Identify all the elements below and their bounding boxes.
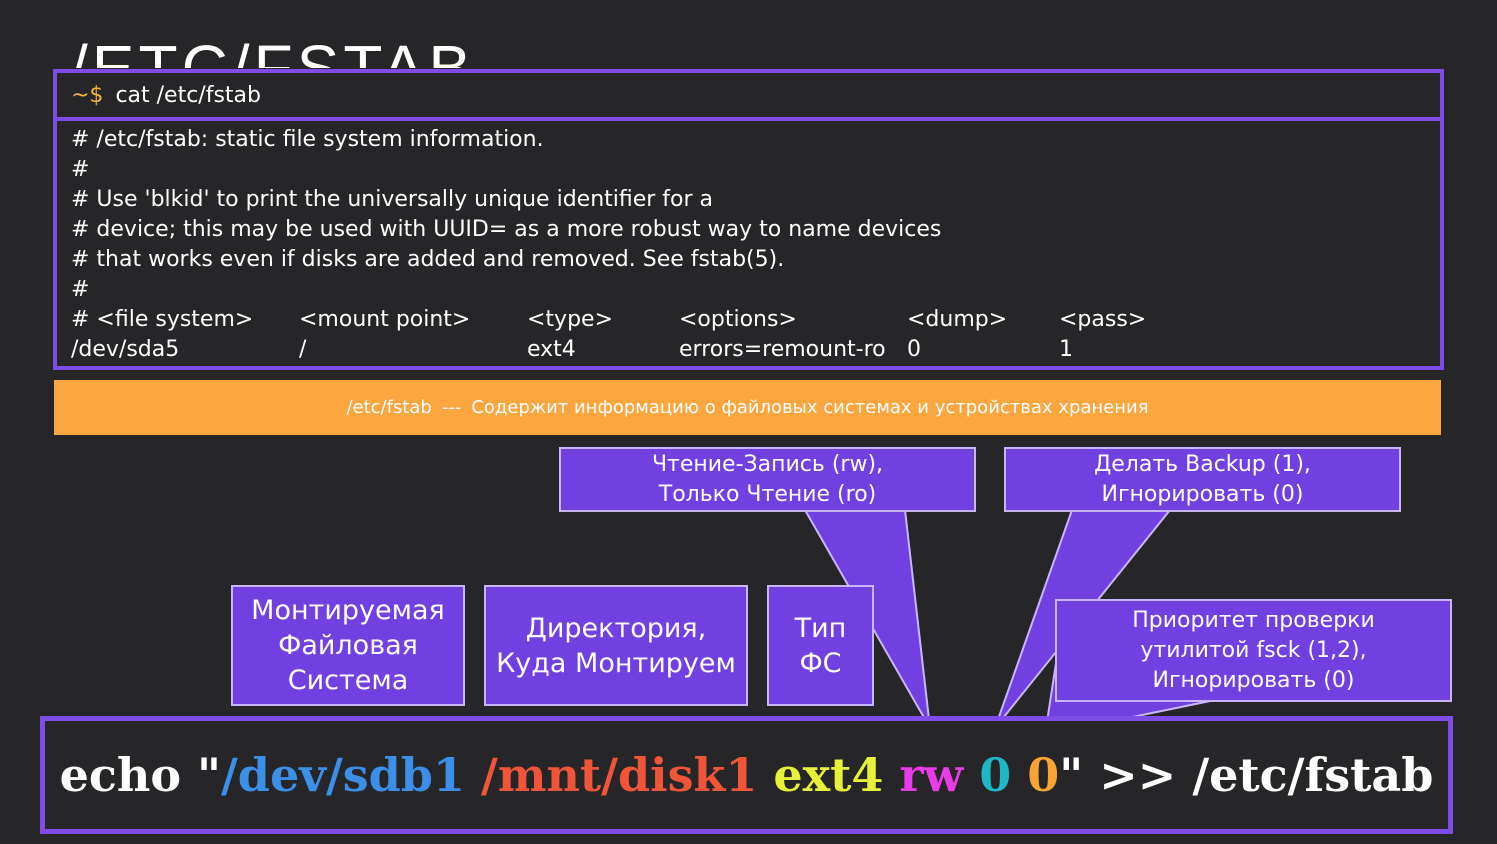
header-dump: <dump> bbox=[907, 307, 1008, 332]
echo-redirect: " >> /etc/fstab bbox=[1059, 748, 1434, 802]
echo-dump: 0 bbox=[979, 748, 1012, 802]
shell-prompt: ~$ bbox=[71, 82, 104, 108]
callout-options-line: Чтение-Запись (rw), bbox=[651, 451, 884, 477]
callout-options: Чтение-Запись (rw), Только Чтение (ro) bbox=[559, 447, 976, 512]
callout-dump-line: Делать Backup (1), bbox=[1094, 451, 1311, 477]
callout-pass-line: Приоритет проверки bbox=[1132, 607, 1375, 633]
callout-fs-line: Монтируемая bbox=[251, 595, 445, 626]
callout-options-line: Только Чтение (ro) bbox=[658, 481, 877, 507]
callout-dir-line: Куда Монтируем bbox=[496, 647, 736, 679]
callout-fs-type: Тип ФС bbox=[767, 585, 874, 706]
slide-title: /ETC/FSTAB bbox=[70, 32, 476, 68]
terminal-command-line: ~$ cat /etc/fstab bbox=[57, 73, 1440, 121]
output-line: # /etc/fstab: static file system informa… bbox=[71, 127, 544, 152]
callout-type-line: Тип bbox=[794, 612, 847, 644]
output-line: # that works even if disks are added and… bbox=[71, 247, 785, 272]
callout-fs-line: Файловая bbox=[278, 630, 418, 661]
callout-pass-line: Игнорировать (0) bbox=[1152, 667, 1355, 693]
header-options: <options> bbox=[679, 307, 797, 332]
output-line: # bbox=[71, 157, 90, 182]
callout-fs-line: Система bbox=[287, 665, 409, 696]
terminal-output: # /etc/fstab: static file system informa… bbox=[57, 121, 1440, 365]
terminal-command: cat /etc/fstab bbox=[115, 82, 261, 108]
callout-type-line: ФС bbox=[799, 647, 842, 679]
description-banner: /etc/fstab --- Содержит информацию о фай… bbox=[54, 380, 1441, 435]
cell-options: errors=remount-ro bbox=[679, 337, 886, 362]
callout-dump: Делать Backup (1), Игнорировать (0) bbox=[1004, 447, 1401, 512]
callout-pass: Приоритет проверки утилитой fsck (1,2), … bbox=[1055, 599, 1452, 702]
echo-pass: 0 bbox=[1027, 748, 1060, 802]
echo-command-box: echo " /dev/sdb1 /mnt/disk1 ext4 rw 0 0 … bbox=[40, 716, 1453, 834]
header-mount-point: <mount point> bbox=[299, 307, 471, 332]
echo-options: rw bbox=[899, 748, 964, 802]
output-line: # Use 'blkid' to print the universally u… bbox=[71, 187, 714, 212]
callout-dir-line: Директория, bbox=[525, 612, 707, 644]
cell-type: ext4 bbox=[527, 337, 576, 362]
cell-file-system: /dev/sda5 bbox=[71, 337, 180, 362]
cell-dump: 0 bbox=[907, 337, 921, 362]
output-line: # device; this may be used with UUID= as… bbox=[71, 217, 942, 242]
banner-description: Содержит информацию о файловых системах … bbox=[471, 397, 1149, 418]
header-file-system: # <file system> bbox=[71, 307, 254, 332]
fstab-data-row: /dev/sda5 / ext4 errors=remount-ro 0 1 bbox=[71, 335, 1426, 365]
terminal-window: ~$ cat /etc/fstab # /etc/fstab: static f… bbox=[53, 69, 1444, 370]
callout-pass-line: утилитой fsck (1,2), bbox=[1140, 637, 1367, 663]
header-pass: <pass> bbox=[1059, 307, 1147, 332]
cell-pass: 1 bbox=[1059, 337, 1073, 362]
echo-device: /dev/sdb1 bbox=[220, 748, 465, 802]
output-line: # bbox=[71, 277, 90, 302]
echo-keyword: echo " bbox=[59, 748, 221, 802]
banner-path: /etc/fstab bbox=[346, 397, 432, 418]
echo-mount-point: /mnt/disk1 bbox=[481, 748, 758, 802]
banner-separator: --- bbox=[441, 397, 462, 418]
fstab-header-row: # <file system> <mount point> <type> <op… bbox=[71, 305, 1426, 335]
callout-file-system: Монтируемая Файловая Система bbox=[231, 585, 465, 706]
callout-mount-dir: Директория, Куда Монтируем bbox=[484, 585, 748, 706]
cell-mount-point: / bbox=[299, 337, 307, 362]
echo-fs-type: ext4 bbox=[773, 748, 884, 802]
header-type: <type> bbox=[527, 307, 614, 332]
callout-dump-line: Игнорировать (0) bbox=[1101, 481, 1304, 507]
